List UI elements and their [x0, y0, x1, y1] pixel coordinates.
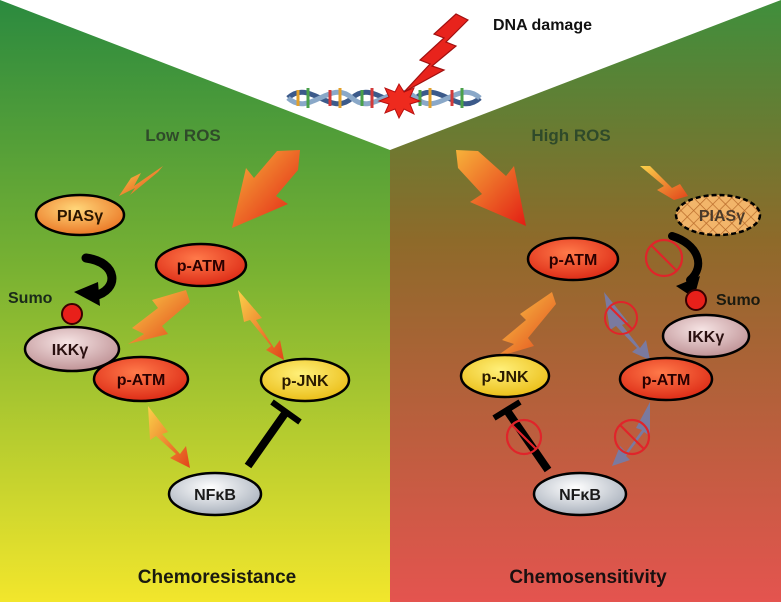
node-nfkb-left-label: NFκB: [194, 487, 236, 504]
sumoylation-arrowhead: [74, 282, 100, 306]
chemosensitivity-label: Chemosensitivity: [509, 567, 667, 588]
patm-to-pjnk-arrow: [238, 290, 284, 360]
dna-damage-label: DNA damage: [493, 17, 592, 34]
blocked-patm-arrow-right: [604, 292, 650, 360]
dna-helix-icon: [286, 88, 482, 108]
node-ikk-right-label: IKKγ: [688, 329, 725, 346]
chemoresistance-label: Chemoresistance: [138, 567, 296, 588]
node-ikk-right: IKKγ: [661, 313, 751, 359]
nfkb-inhibits-pjnk-bar: [270, 399, 302, 425]
node-patm-bottom-right-label: p-ATM: [642, 372, 691, 389]
sumo-label-right: Sumo: [716, 292, 761, 309]
block-icon-patm-nfkb-right: [613, 418, 651, 456]
patm-to-pjnk-arrow-right: [494, 292, 556, 358]
patm-to-ikk-arrow: [128, 290, 190, 344]
nfkb-inhibits-pjnk-line: [244, 409, 290, 469]
node-nfkb-right: NFκB: [532, 471, 628, 517]
node-patm-top-left-label: p-ATM: [177, 258, 226, 275]
ros-to-pias-arrow-right: [640, 166, 688, 200]
nfkb-inhibits-pjnk-bar-right: [492, 399, 522, 421]
sumo-marker-left: [61, 303, 83, 325]
node-pjnk-right: p-JNK: [459, 353, 551, 399]
damage-to-patm-arrow-left: [232, 150, 300, 228]
damage-burst-icon: [377, 82, 422, 120]
node-pias-left-label: PIASγ: [57, 208, 103, 225]
damage-to-patm-arrow-right: [456, 150, 526, 226]
node-ikk-left-label: IKKγ: [52, 342, 89, 359]
sumo-marker-right: [685, 289, 707, 311]
node-patm-bottom-right: p-ATM: [618, 356, 714, 402]
sumoylation-arrow: [81, 253, 117, 301]
block-icon-patm-right: [604, 301, 638, 335]
lightning-bolt-icon: [403, 13, 470, 93]
node-pjnk-left: p-JNK: [259, 357, 351, 403]
node-pias-right-label: PIASγ: [699, 208, 745, 225]
blocked-sumoylation-arrow: [668, 232, 703, 284]
node-ikk-left: IKKγ: [23, 325, 121, 373]
node-patm-top-left: p-ATM: [154, 242, 248, 288]
node-pjnk-right-label: p-JNK: [481, 369, 529, 386]
node-pias-left: PIASγ: [34, 193, 126, 237]
node-nfkb-right-label: NFκB: [559, 487, 601, 504]
block-icon-nfkb-pjnk-right: [505, 418, 543, 456]
block-icon-pias-right: [644, 238, 684, 278]
sumo-label-left: Sumo: [8, 290, 53, 307]
ros-to-pias-arrow: [119, 166, 163, 196]
patm-to-nfkb-arrow: [148, 406, 190, 468]
node-patm-bottom-left-label: p-ATM: [117, 372, 166, 389]
node-pjnk-left-label: p-JNK: [281, 373, 329, 390]
node-patm-top-right: p-ATM: [526, 236, 620, 282]
right-panel-background: [390, 0, 781, 602]
node-patm-bottom-left: p-ATM: [92, 355, 190, 403]
node-pias-right: PIASγ: [674, 193, 762, 237]
high-ros-label: High ROS: [531, 126, 610, 145]
low-ros-label: Low ROS: [145, 126, 221, 145]
node-patm-top-right-label: p-ATM: [549, 252, 598, 269]
node-nfkb-left: NFκB: [167, 471, 263, 517]
